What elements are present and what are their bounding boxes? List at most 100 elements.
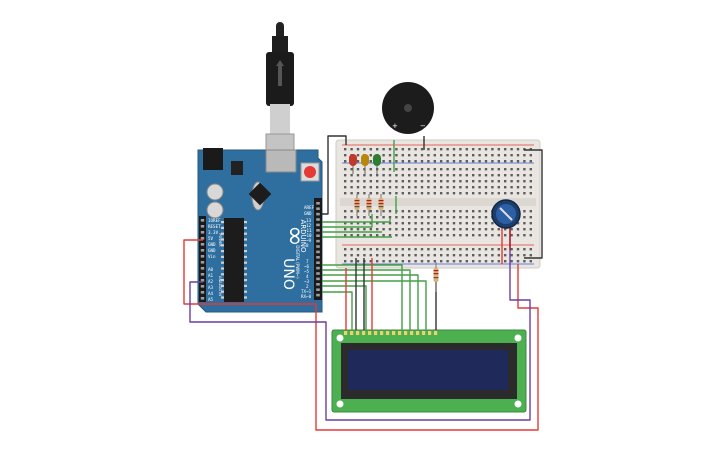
breadboard-hole[interactable] [516,222,520,225]
breadboard-hole[interactable] [516,160,520,163]
breadboard-hole[interactable] [363,248,366,251]
breadboard-hole[interactable] [452,210,456,213]
wire-gnd-to-rail[interactable] [322,135,347,215]
breadboard-hole[interactable] [440,210,443,213]
digital-pin[interactable] [316,266,320,270]
breadboard-hole[interactable] [388,248,392,251]
breadboard-hole[interactable] [529,210,532,213]
breadboard-hole[interactable] [459,234,462,237]
breadboard-hole[interactable] [529,174,532,177]
breadboard-hole[interactable] [344,254,347,257]
breadboard-hole[interactable] [408,174,411,177]
breadboard-hole[interactable] [382,234,385,237]
breadboard-hole[interactable] [369,154,372,157]
breadboard-hole[interactable] [497,154,500,157]
breadboard-hole[interactable] [388,168,392,171]
breadboard-hole[interactable] [401,260,404,263]
breadboard-hole[interactable] [484,192,488,195]
breadboard-hole[interactable] [459,210,462,213]
breadboard-hole[interactable] [395,248,398,251]
breadboard-hole[interactable] [523,228,526,231]
breadboard-hole[interactable] [491,248,494,251]
breadboard-hole[interactable] [523,186,526,189]
breadboard-hole[interactable] [491,192,494,195]
breadboard-hole[interactable] [516,148,520,151]
chip-pin[interactable] [244,232,247,235]
breadboard-hole[interactable] [395,222,398,225]
breadboard-hole[interactable] [459,254,462,257]
breadboard-hole[interactable] [376,192,379,195]
breadboard-hole[interactable] [446,192,449,195]
breadboard-hole[interactable] [433,222,436,225]
breadboard-hole[interactable] [497,168,500,171]
breadboard-hole[interactable] [465,154,468,157]
breadboard-hole[interactable] [427,248,430,251]
breadboard-hole[interactable] [497,248,500,251]
breadboard-hole[interactable] [478,210,481,213]
breadboard-hole[interactable] [440,192,443,195]
breadboard-hole[interactable] [465,160,468,163]
breadboard-hole[interactable] [452,154,456,157]
breadboard-hole[interactable] [459,148,462,151]
breadboard-hole[interactable] [484,260,488,263]
breadboard-hole[interactable] [369,180,372,183]
breadboard-hole[interactable] [420,186,424,189]
chip-pin[interactable] [244,267,247,270]
breadboard-hole[interactable] [510,160,513,163]
chip-pin[interactable] [244,226,247,229]
breadboard-hole[interactable] [414,228,417,231]
breadboard-hole[interactable] [369,216,372,219]
breadboard-hole[interactable] [472,222,475,225]
breadboard-hole[interactable] [376,148,379,151]
breadboard-hole[interactable] [408,248,411,251]
power-analog-pin[interactable] [200,279,205,282]
breadboard-hole[interactable] [350,228,353,231]
breadboard-hole[interactable] [516,260,520,263]
digital-pin[interactable] [316,234,320,237]
breadboard-hole[interactable] [408,260,411,263]
breadboard-hole[interactable] [356,148,360,151]
breadboard-hole[interactable] [350,222,353,225]
breadboard-hole[interactable] [472,248,475,251]
breadboard-hole[interactable] [491,228,494,231]
resistor-3[interactable] [378,194,384,216]
chip-pin[interactable] [221,255,224,258]
breadboard-hole[interactable] [401,174,404,177]
breadboard-hole[interactable] [510,174,513,177]
digital-pin[interactable] [316,288,320,291]
breadboard-hole[interactable] [523,222,526,225]
breadboard-hole[interactable] [363,192,366,195]
breadboard-hole[interactable] [497,192,500,195]
breadboard-hole[interactable] [529,160,532,163]
breadboard-hole[interactable] [465,148,468,151]
breadboard-hole[interactable] [414,234,417,237]
breadboard-hole[interactable] [529,254,532,257]
breadboard-hole[interactable] [504,148,507,151]
breadboard-hole[interactable] [478,180,481,183]
breadboard-hole[interactable] [516,248,520,251]
breadboard-hole[interactable] [388,210,392,213]
breadboard-hole[interactable] [523,180,526,183]
breadboard-hole[interactable] [382,228,385,231]
breadboard-hole[interactable] [440,168,443,171]
breadboard-hole[interactable] [465,186,468,189]
breadboard-hole[interactable] [491,160,494,163]
breadboard-hole[interactable] [504,248,507,251]
breadboard-hole[interactable] [452,192,456,195]
breadboard-hole[interactable] [446,222,449,225]
chip-pin[interactable] [221,244,224,247]
breadboard-hole[interactable] [376,216,379,219]
breadboard-hole[interactable] [446,174,449,177]
breadboard-hole[interactable] [497,254,500,257]
breadboard-hole[interactable] [401,186,404,189]
lcd-header-pin[interactable] [344,331,348,335]
breadboard-hole[interactable] [504,254,507,257]
breadboard-hole[interactable] [478,254,481,257]
breadboard-hole[interactable] [484,154,488,157]
breadboard-hole[interactable] [420,180,424,183]
breadboard-hole[interactable] [420,248,424,251]
breadboard-hole[interactable] [401,248,404,251]
breadboard-hole[interactable] [388,234,392,237]
breadboard-hole[interactable] [433,216,436,219]
breadboard-hole[interactable] [388,148,392,151]
